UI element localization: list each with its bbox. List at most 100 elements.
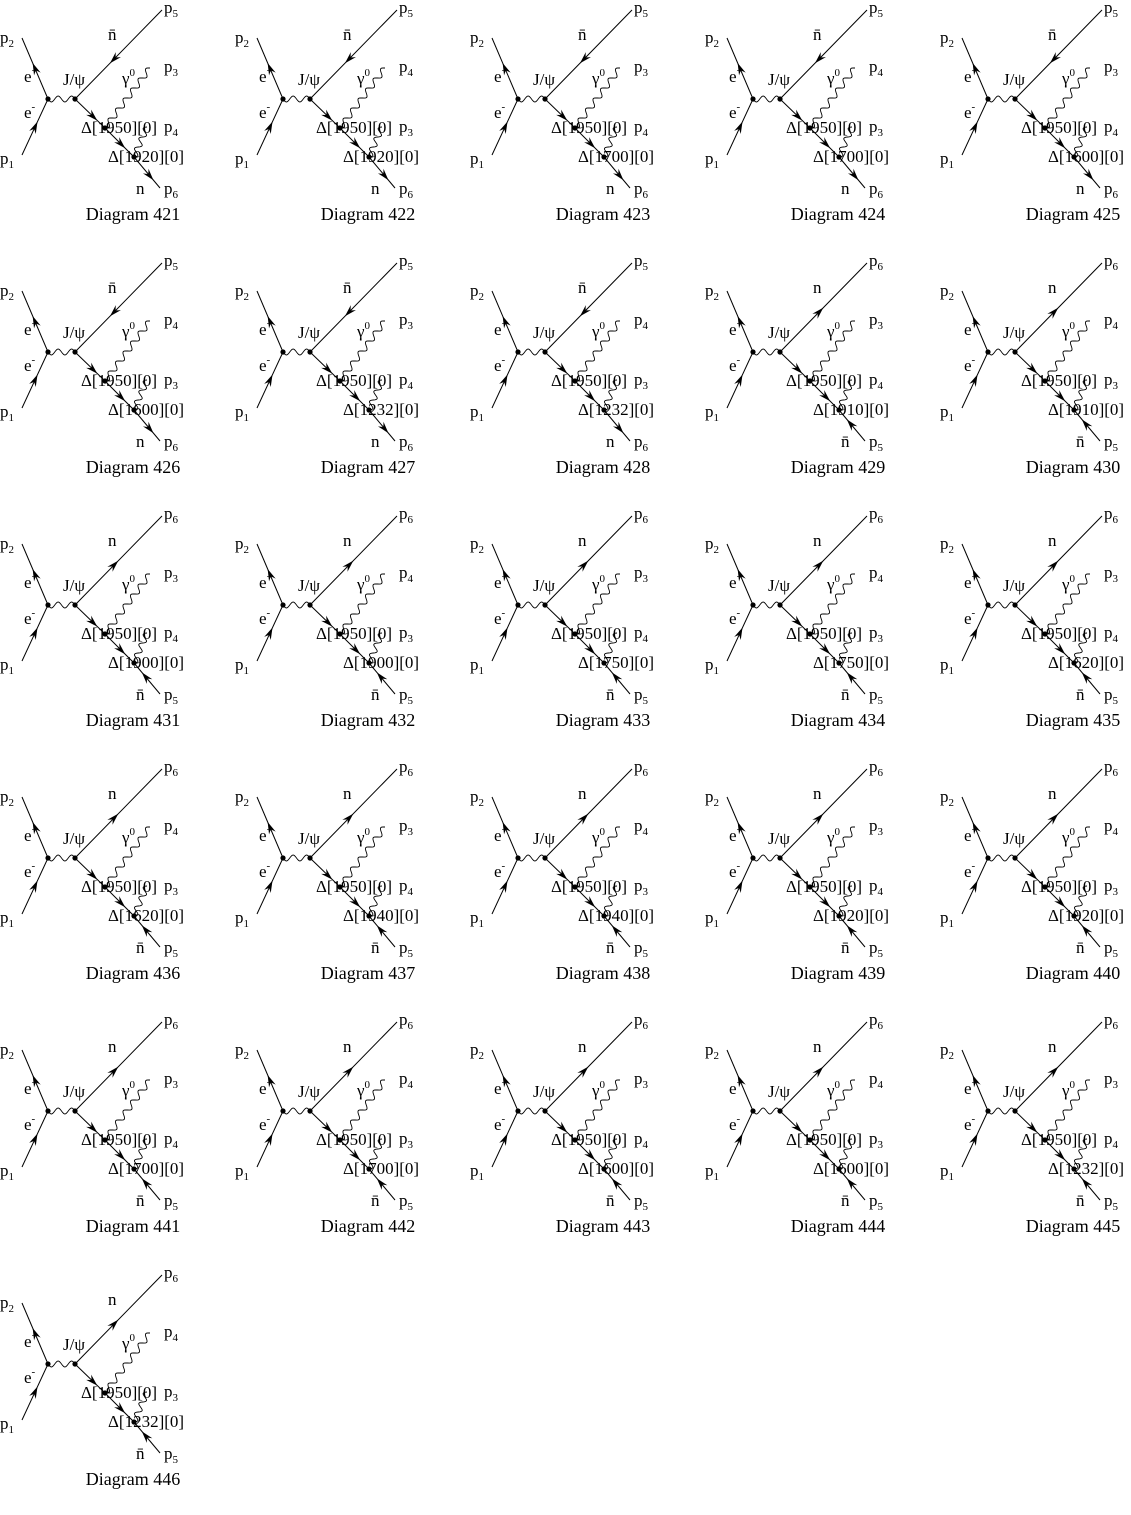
vertex-dot <box>807 125 813 131</box>
incoming-top-momentum: p2 <box>470 534 484 556</box>
bottom-external-momentum: p5 <box>869 432 884 454</box>
jpsi-propagator <box>517 1107 546 1115</box>
photon-line-top <box>574 826 621 888</box>
positron-arrow <box>737 315 746 329</box>
electron-label: e- <box>24 1366 36 1387</box>
incoming-bottom-momentum: p1 <box>470 655 484 677</box>
vertex-dot <box>45 1361 51 1367</box>
photon-bottom-momentum: p3 <box>399 1129 414 1151</box>
top-fermion-line <box>309 262 398 353</box>
positron-arrow <box>267 62 276 76</box>
photon-line-bottom <box>133 885 148 917</box>
vertex-dot <box>572 631 578 637</box>
electron-label: e- <box>259 860 271 881</box>
photon-top-momentum: p3 <box>634 57 649 79</box>
bottom-external-momentum: p5 <box>1104 1191 1119 1213</box>
bottom-fermion-arrow <box>611 925 623 937</box>
photon-line-bottom <box>603 885 618 917</box>
positron-label: e+ <box>24 1330 38 1351</box>
bottom-fermion-line <box>838 156 866 189</box>
vertex-dot <box>750 96 756 102</box>
diagram-caption: Diagram 429 <box>791 457 885 477</box>
incoming-top-momentum: p2 <box>470 28 484 50</box>
top-fermion-line <box>74 262 163 353</box>
top-external-momentum: p5 <box>1104 0 1119 20</box>
incoming-bottom-momentum: p1 <box>705 402 719 424</box>
resonance-line-1950 <box>544 857 576 888</box>
resonance-label-1950: Δ[1950][0] <box>551 1130 627 1149</box>
vertex-dot <box>102 378 108 384</box>
bottom-external-momentum: p5 <box>1104 432 1119 454</box>
jpsi-label: J/ψ <box>63 1082 85 1101</box>
vertex-dot <box>515 855 521 861</box>
vertex-dot <box>572 378 578 384</box>
top-fermion-arrow <box>109 305 121 317</box>
resonance-label-mid: Δ[1750][0] <box>813 653 889 672</box>
diagram-caption: Diagram 433 <box>556 710 650 730</box>
top-external-momentum: p6 <box>634 1010 649 1032</box>
incoming-bottom-momentum: p1 <box>705 655 719 677</box>
photon-line-bottom <box>603 632 618 664</box>
resonance-arrow-1950 <box>791 1121 803 1133</box>
incoming-bottom-momentum: p1 <box>235 908 249 930</box>
jpsi-label: J/ψ <box>63 829 85 848</box>
positron-label: e+ <box>24 824 38 845</box>
electron-arrow <box>499 374 508 387</box>
resonance-line-1950 <box>74 351 106 382</box>
resonance-line-mid <box>339 633 370 664</box>
photon-top-momentum: p4 <box>869 563 884 585</box>
incoming-top-momentum: p2 <box>940 787 954 809</box>
top-fermion-arrow <box>344 52 356 64</box>
electron-label: e- <box>494 1113 506 1134</box>
electron-arrow <box>969 627 978 640</box>
vertex-dot <box>72 1361 78 1367</box>
top-fermion-arrow <box>577 813 589 825</box>
incoming-top-momentum: p2 <box>705 534 719 556</box>
resonance-label-1950: Δ[1950][0] <box>551 371 627 390</box>
jpsi-propagator <box>987 1107 1016 1115</box>
vertex-dot <box>750 602 756 608</box>
resonance-line-1950 <box>544 1110 576 1141</box>
incoming-bottom-momentum: p1 <box>470 149 484 171</box>
vertex-dot <box>45 96 51 102</box>
resonance-arrow-1950 <box>86 615 98 627</box>
vertex-dot <box>366 154 372 160</box>
photon-line-top <box>104 1079 151 1141</box>
bottom-fermion-label: n <box>136 179 145 198</box>
resonance-arrow-mid <box>114 137 126 149</box>
electron-arrow <box>969 1133 978 1146</box>
resonance-line-1950 <box>309 351 341 382</box>
photon-label: γ0 <box>591 320 606 341</box>
positron-label: e+ <box>964 571 978 592</box>
vertex-dot <box>72 602 78 608</box>
bottom-fermion-line <box>838 915 866 948</box>
positron-label: e+ <box>729 824 743 845</box>
bottom-fermion-label: n <box>1076 179 1085 198</box>
photon-top-momentum: p3 <box>164 57 179 79</box>
bottom-external-momentum: p5 <box>164 685 179 707</box>
resonance-arrow-mid <box>584 1149 596 1161</box>
jpsi-label: J/ψ <box>1003 323 1025 342</box>
jpsi-propagator <box>47 601 76 609</box>
vertex-dot <box>985 1108 991 1114</box>
photon-line-top <box>574 573 621 635</box>
photon-label: γ0 <box>1061 826 1076 847</box>
jpsi-propagator <box>752 348 781 356</box>
positron-arrow <box>737 821 746 835</box>
resonance-arrow-1950 <box>1026 868 1038 880</box>
top-external-momentum: p5 <box>869 0 884 20</box>
vertex-dot <box>366 660 372 666</box>
bottom-fermion-arrow <box>846 419 858 431</box>
resonance-label-1950: Δ[1950][0] <box>81 877 157 896</box>
diagram-caption: Diagram 426 <box>86 457 180 477</box>
top-fermion-label: n̄ <box>108 25 117 44</box>
incoming-top-momentum: p2 <box>940 534 954 556</box>
resonance-line-1950 <box>544 351 576 382</box>
top-fermion-label: n <box>108 1290 117 1309</box>
resonance-label-mid: Δ[1920][0] <box>1048 906 1124 925</box>
